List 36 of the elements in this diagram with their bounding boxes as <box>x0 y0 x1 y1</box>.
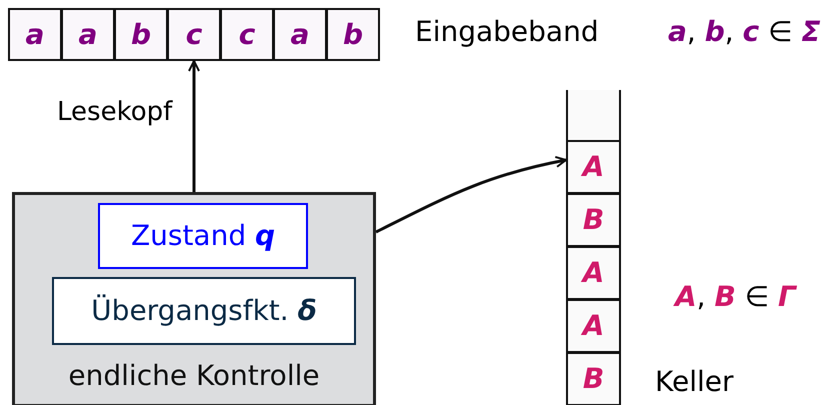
tape-cell <box>167 8 221 61</box>
control-label: endliche Kontrolle <box>68 362 320 390</box>
text-label: Keller <box>655 368 734 396</box>
tape-cell <box>61 8 115 61</box>
tape-cell <box>326 8 380 61</box>
stack-cell <box>566 246 621 300</box>
state-box <box>52 277 356 345</box>
control-box <box>12 192 376 405</box>
cell-text: c <box>186 20 202 48</box>
arrow <box>188 60 200 192</box>
tape-cell <box>8 8 62 61</box>
alphabet-label: a, b, c ∈ Σ <box>668 18 821 46</box>
state-box <box>98 203 308 269</box>
cell-text: b <box>342 20 364 48</box>
cell-text: A <box>582 312 604 340</box>
empty-stack-cell <box>566 90 621 142</box>
cell-text: b <box>130 20 152 48</box>
tape-cell <box>220 8 274 61</box>
cell-text: c <box>238 20 256 48</box>
text-label: Eingabeband <box>415 18 599 46</box>
stack-cell <box>566 352 621 405</box>
cell-text: A <box>582 259 604 287</box>
tape-cell <box>114 8 168 61</box>
stack-cell <box>566 193 621 247</box>
cell-text: B <box>582 206 604 234</box>
cell-text: A <box>582 153 604 181</box>
stack-cell <box>566 299 621 353</box>
cell-text: a <box>26 20 44 48</box>
arrow <box>375 156 567 234</box>
cell-text: a <box>290 20 310 48</box>
cell-text: B <box>582 365 604 393</box>
cell-text: Zustand q <box>130 222 276 250</box>
cell-text: a <box>78 20 98 48</box>
stack-cell <box>566 140 621 194</box>
tape-cell <box>273 8 327 61</box>
alphabet-label: A, B ∈ Γ <box>675 283 796 311</box>
